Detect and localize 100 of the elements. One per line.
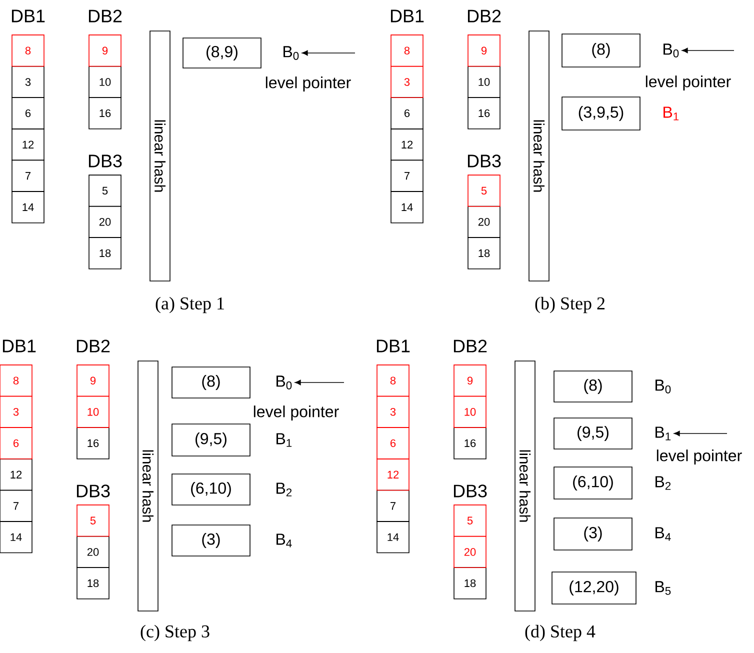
data-cell: 9: [88, 34, 122, 67]
column-heading: DB2: [88, 10, 122, 22]
column-heading: DB3: [76, 484, 110, 498]
arrow: [682, 48, 734, 54]
data-cell: 9: [468, 34, 500, 67]
subfigure-caption: (c) Step 3: [140, 624, 210, 642]
hash-table-bar: linear hash: [138, 360, 158, 612]
bucket-label: B$_{1}$: [656, 426, 671, 440]
subfigure-caption: (d) Step 4: [525, 624, 596, 642]
data-cell: 12: [390, 128, 424, 161]
bucket-label: B$_{0}$: [284, 46, 299, 60]
data-cell: 14: [390, 191, 424, 224]
data-cell: 20: [88, 206, 122, 238]
bucket-label: B$_{2}$: [656, 476, 671, 490]
bucket-label: B$_{2}$: [276, 482, 292, 496]
data-cell: 10: [468, 66, 500, 98]
hash-table-bar: linear hash: [528, 30, 550, 282]
data-cell: 6: [376, 427, 410, 460]
data-cell: 6: [390, 97, 424, 130]
column-heading: DB2: [76, 340, 110, 352]
column-heading: DB3: [88, 154, 122, 168]
column-heading: DB1: [2, 340, 36, 352]
data-cell: 14: [12, 191, 44, 224]
subfigure-caption: (b) Step 2: [535, 296, 605, 314]
data-cell: 8: [376, 364, 410, 397]
data-cell: 18: [76, 567, 110, 600]
data-cell: 9: [76, 364, 110, 397]
data-cell: 10: [88, 66, 122, 98]
data-cell: 6: [12, 97, 44, 130]
bucket-box: (3,9,5): [562, 96, 640, 130]
data-cell: 3: [12, 66, 44, 98]
data-cell: 5: [76, 504, 110, 537]
data-cell: 18: [454, 567, 486, 600]
column-heading: DB3: [468, 154, 501, 168]
hash-table-bar: linear hash: [514, 360, 536, 612]
column-heading: DB1: [376, 340, 410, 352]
data-cell: 16: [468, 97, 500, 130]
arrow: [294, 380, 344, 386]
edge-label: level pointer: [646, 76, 731, 90]
bucket-box: (9,5): [554, 418, 632, 450]
bucket-box: (6,10): [554, 466, 632, 500]
data-cell: 12: [376, 458, 410, 491]
edge-label: level pointer: [266, 76, 351, 92]
bucket-label: B$_{5}$: [656, 581, 671, 595]
data-cell: 3: [390, 66, 424, 98]
data-cell: 5: [468, 174, 500, 207]
column-heading: DB1: [12, 10, 45, 22]
bucket-label: B$_{0}$: [664, 44, 679, 58]
data-cell: 7: [376, 490, 410, 522]
data-cell: 8: [390, 34, 424, 67]
column-heading: DB2: [468, 10, 501, 22]
data-cell: 16: [454, 427, 486, 460]
bucket-label: B$_{0}$: [276, 376, 292, 390]
data-cell: 8: [12, 34, 44, 67]
column-heading: DB3: [454, 484, 487, 498]
bucket-box: (8,9): [182, 38, 262, 68]
bucket-box: (3): [554, 518, 632, 550]
data-cell: 6: [0, 427, 32, 460]
data-cell: 12: [12, 128, 44, 161]
data-cell: 10: [76, 396, 110, 428]
data-cell: 18: [468, 237, 500, 270]
bucket-box: (8): [554, 370, 632, 402]
bucket-box: (6,10): [172, 474, 250, 506]
subfigure-caption: (a) Step 1: [156, 296, 224, 314]
data-cell: 14: [0, 521, 32, 554]
bucket-box: (9,5): [172, 424, 250, 456]
data-cell: 14: [376, 521, 410, 554]
data-cell: 20: [76, 536, 110, 568]
bucket-label: B$_{4}$: [276, 534, 292, 548]
data-cell: 3: [0, 396, 32, 428]
data-cell: 7: [390, 160, 424, 192]
data-cell: 5: [454, 504, 486, 537]
data-cell: 18: [88, 237, 122, 270]
data-cell: 12: [0, 458, 32, 491]
arrow: [674, 430, 728, 436]
data-cell: 16: [76, 427, 110, 460]
bucket-label: B$_{4}$: [656, 527, 671, 541]
hash-table-bar: linear hash: [150, 30, 170, 282]
data-cell: 9: [454, 364, 486, 397]
data-cell: 20: [454, 536, 486, 568]
bucket-box: (12,20): [552, 572, 636, 604]
arrow: [302, 50, 356, 56]
column-heading: DB1: [390, 10, 424, 22]
data-cell: 7: [0, 490, 32, 522]
data-cell: 16: [88, 97, 122, 130]
bucket-label: B$_{1}$: [664, 106, 679, 120]
data-cell: 5: [88, 174, 122, 207]
bucket-label: B$_{0}$: [656, 380, 671, 394]
data-cell: 3: [376, 396, 410, 428]
bucket-box: (3): [172, 524, 250, 556]
data-cell: 8: [0, 364, 32, 397]
edge-label: level pointer: [254, 406, 339, 420]
data-cell: 20: [468, 206, 500, 238]
data-cell: 7: [12, 160, 44, 192]
bucket-box: (8): [562, 34, 640, 68]
edge-label: level pointer: [656, 450, 742, 464]
bucket-box: (8): [172, 366, 250, 398]
bucket-label: B$_{1}$: [276, 433, 292, 447]
data-cell: 10: [454, 396, 486, 428]
column-heading: DB2: [454, 340, 487, 352]
